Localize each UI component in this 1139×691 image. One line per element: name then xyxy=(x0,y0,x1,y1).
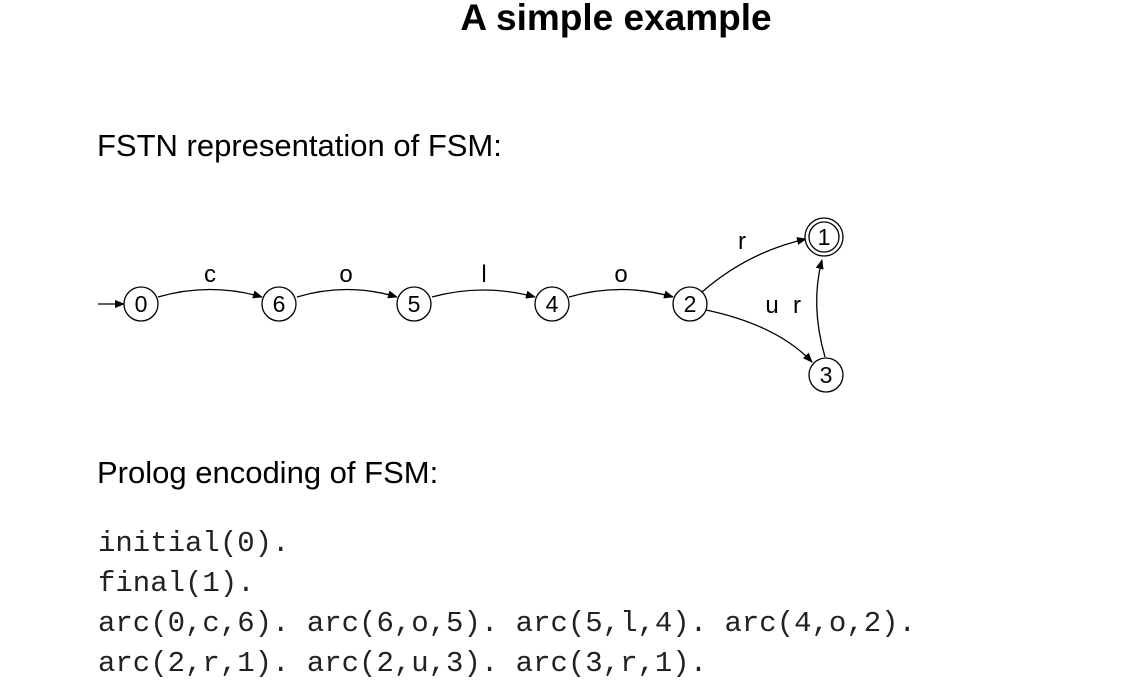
state-label: 6 xyxy=(273,291,286,317)
arc-5-4 xyxy=(431,289,536,299)
code-line: arc(0,c,6). arc(6,o,5). arc(5,l,4). arc(… xyxy=(98,607,916,640)
state-1-final: 1 xyxy=(804,217,844,257)
arc-label-2-1: r xyxy=(738,228,746,255)
arc-3-1 xyxy=(815,259,826,358)
arc-2-1 xyxy=(701,237,807,293)
state-label: 3 xyxy=(820,362,833,388)
arc-label-4-2: o xyxy=(614,261,627,288)
page-title: A simple example xyxy=(460,0,772,38)
prolog-code: initial(0). final(1). arc(0,c,6). arc(6,o,… xyxy=(98,524,916,684)
state-5: 5 xyxy=(396,286,432,322)
prolog-heading: Prolog encoding of FSM: xyxy=(97,455,439,490)
arc-label-0-6: c xyxy=(204,261,216,288)
code-line: arc(2,r,1). arc(2,u,3). arc(3,r,1). xyxy=(98,647,708,680)
code-line: final(1). xyxy=(98,567,255,600)
state-0: 0 xyxy=(123,286,159,322)
fstn-heading: FSTN representation of FSM: xyxy=(97,128,502,163)
arc-6-5 xyxy=(296,288,398,299)
arc-2-3 xyxy=(705,309,813,363)
state-3: 3 xyxy=(808,357,844,393)
state-2: 2 xyxy=(672,286,708,322)
state-6: 6 xyxy=(261,286,297,322)
arc-0-6 xyxy=(157,288,263,299)
code-line: initial(0). xyxy=(98,527,290,560)
state-label: 1 xyxy=(818,224,831,250)
state-label: 5 xyxy=(408,291,421,317)
state-4: 4 xyxy=(534,286,570,322)
state-label: 4 xyxy=(546,291,559,317)
arc-4-2 xyxy=(568,288,674,299)
arc-label-5-4: l xyxy=(481,261,486,288)
arc-label-3-1: r xyxy=(793,292,801,319)
state-label: 2 xyxy=(684,291,697,317)
state-label: 0 xyxy=(135,291,148,317)
arc-label-6-5: o xyxy=(339,261,352,288)
arc-label-2-3: u xyxy=(765,292,778,319)
